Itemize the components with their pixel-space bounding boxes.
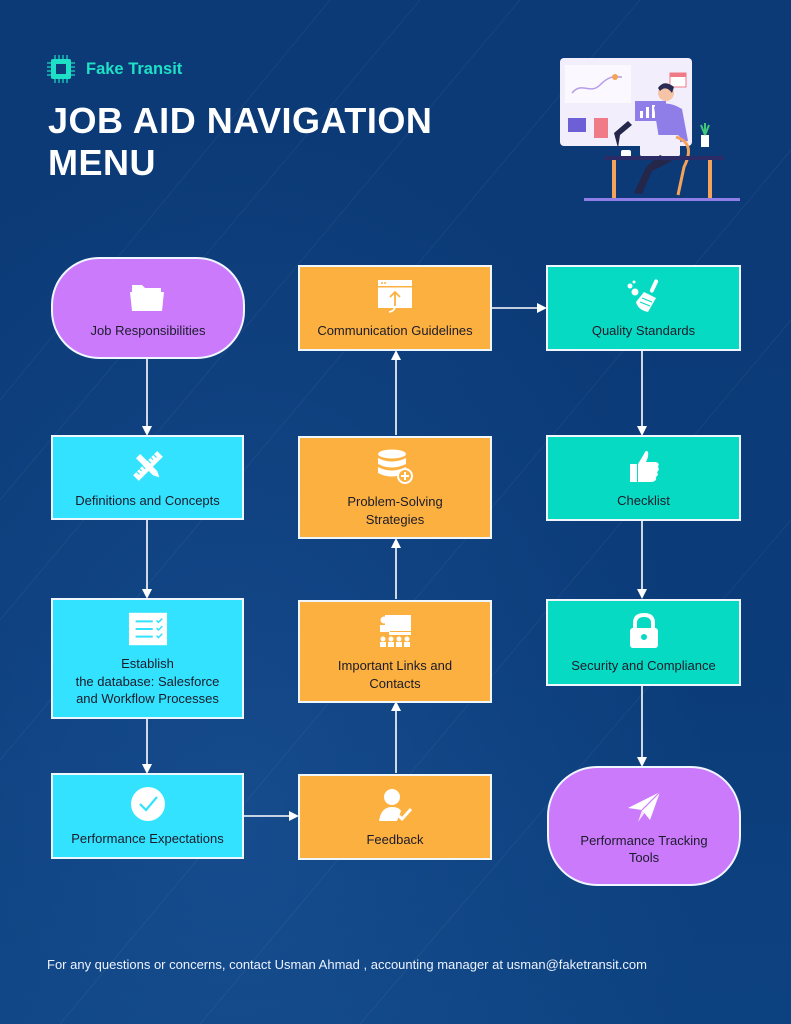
node-label: Establish the database: Salesforce and W… xyxy=(75,656,220,707)
node-label: Job Responsibilities xyxy=(90,323,206,339)
database-plus-icon xyxy=(375,447,415,487)
node-important-links[interactable]: Important Links and Contacts xyxy=(298,600,492,703)
node-label: Problem-Solving Strategies xyxy=(347,494,443,527)
user-check-icon xyxy=(375,785,415,825)
check-circle-icon xyxy=(128,784,168,824)
node-communication-guidelines[interactable]: Communication Guidelines xyxy=(298,265,492,351)
node-definitions-and-concepts[interactable]: Definitions and Concepts xyxy=(51,435,244,520)
checklist-icon xyxy=(128,609,168,649)
page-title-line-1: JOB AID NAVIGATION xyxy=(48,100,433,141)
node-feedback[interactable]: Feedback xyxy=(298,774,492,860)
thumbs-up-icon xyxy=(624,446,664,486)
paper-plane-icon xyxy=(624,786,664,826)
node-performance-expectations[interactable]: Performance Expectations xyxy=(51,773,244,859)
node-label: Definitions and Concepts xyxy=(75,492,220,508)
node-quality-standards[interactable]: Quality Standards xyxy=(546,265,741,351)
broom-icon xyxy=(624,276,664,316)
node-performance-tracking[interactable]: Performance Tracking Tools xyxy=(547,766,741,886)
node-label: Feedback xyxy=(366,832,424,848)
node-establish-database[interactable]: Establish the database: Salesforce and W… xyxy=(51,598,244,719)
ruler-pencil-icon xyxy=(128,446,168,486)
node-label: Performance Tracking Tools xyxy=(580,832,708,866)
node-label: Performance Expectations xyxy=(71,831,224,847)
node-label: Communication Guidelines xyxy=(317,323,473,339)
node-label: Security and Compliance xyxy=(571,657,716,673)
browser-upload-icon xyxy=(375,276,415,316)
brand: Fake Transit xyxy=(46,54,182,84)
node-label: Checklist xyxy=(617,493,670,509)
lock-icon xyxy=(624,611,664,651)
node-job-responsibilities[interactable]: Job Responsibilities xyxy=(51,257,245,359)
cpu-chip-icon xyxy=(47,55,75,83)
presentation-icon xyxy=(375,611,415,651)
person-at-desk-illustration xyxy=(560,58,740,201)
page-title: JOB AID NAVIGATION MENU xyxy=(48,100,432,184)
node-checklist[interactable]: Checklist xyxy=(546,435,741,521)
node-label: Important Links and Contacts xyxy=(337,658,453,691)
node-problem-solving[interactable]: Problem-Solving Strategies xyxy=(298,436,492,539)
folder-icon xyxy=(128,276,168,316)
node-security-compliance[interactable]: Security and Compliance xyxy=(546,599,741,686)
node-label: Quality Standards xyxy=(591,323,696,339)
page-title-line-2: MENU xyxy=(48,142,156,183)
footer-contact: For any questions or concerns, contact U… xyxy=(47,957,647,972)
brand-name: Fake Transit xyxy=(86,59,183,78)
